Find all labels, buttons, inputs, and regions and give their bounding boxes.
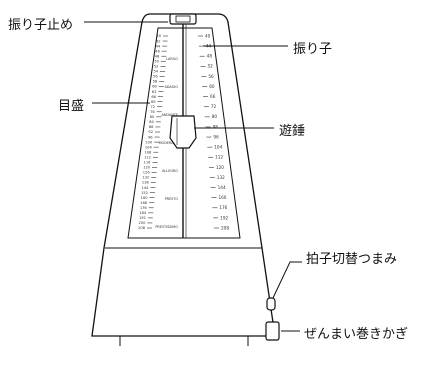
scale-left-label: 40 xyxy=(156,34,161,38)
scale-tempo-term: MODERATO xyxy=(159,141,179,145)
scale-right-label: 52 xyxy=(208,64,214,69)
scale-right-label: 40 xyxy=(205,33,211,38)
scale-left-label: 42 xyxy=(156,39,161,43)
scale-left-label: 126 xyxy=(143,171,151,175)
scale-right-label: 120 xyxy=(216,165,224,170)
scale-left-label: 50 xyxy=(154,59,159,63)
scale-tempo-term: PRESTO xyxy=(165,197,179,201)
scale-left-label: 58 xyxy=(153,80,158,84)
scale-left-label: 72 xyxy=(151,105,156,109)
scale-left-label: 192 xyxy=(139,216,146,220)
scale-right-label: 66 xyxy=(210,94,216,99)
scale-right-label: 192 xyxy=(220,215,228,220)
sliding-weight[interactable] xyxy=(169,115,197,149)
scale-left-label: 52 xyxy=(154,65,159,69)
scale-left-label: 184 xyxy=(139,211,147,215)
scale-right-label: 48 xyxy=(207,54,213,59)
scale-tempo-term: LARGO xyxy=(166,57,178,61)
scale-left-label: 44 xyxy=(156,44,161,48)
scale-left-label: 138 xyxy=(142,181,150,185)
scale-left-label: 96 xyxy=(148,135,153,139)
scale-tempo-term: ALLEGRO xyxy=(162,169,178,173)
scale-left-label: 176 xyxy=(140,206,148,210)
scale-left-label: 120 xyxy=(143,166,151,170)
scale-left-label: 56 xyxy=(153,75,158,79)
scale-right-label: 112 xyxy=(215,155,223,160)
label-pendulum: 振り子 xyxy=(293,42,333,57)
scale-tempo-term: ADAGIO xyxy=(165,85,179,89)
scale-left-label: 63 xyxy=(152,90,157,94)
scale-left-label: 132 xyxy=(142,176,149,180)
scale-right-label: 144 xyxy=(218,185,226,190)
scale-right-label: 72 xyxy=(211,104,217,109)
scale-left-label: 84 xyxy=(149,120,154,124)
scale-right-label: 176 xyxy=(219,205,227,210)
scale-left-label: 116 xyxy=(144,161,152,165)
scale-left-label: 144 xyxy=(142,186,150,190)
scale-left-label: 152 xyxy=(141,191,148,195)
scale-left-label: 112 xyxy=(144,155,151,159)
scale-left-label: 60 xyxy=(152,85,157,89)
scale-left-label: 66 xyxy=(151,95,156,99)
scale-right-label: 60 xyxy=(209,84,215,89)
scale-left-label: 54 xyxy=(153,70,158,74)
scale-left-label: 69 xyxy=(151,100,156,104)
scale-left-label: 104 xyxy=(145,145,153,149)
scale-tempo-term: PRESTISSIMO xyxy=(155,225,178,229)
scale-left-label: 200 xyxy=(139,221,147,225)
scale-center-column: LARGO ADAGIO ANDANTE MODERATO ALLEGRO PRESTO P… xyxy=(155,57,178,229)
scale-left-label: 46 xyxy=(155,49,160,53)
scale-right-label: 80 xyxy=(212,114,218,119)
scale-left-label: 92 xyxy=(148,130,153,134)
winding-key[interactable] xyxy=(265,321,280,341)
scale-left-label: 88 xyxy=(149,125,154,129)
scale-right-label: 160 xyxy=(218,195,226,200)
scale-right-label: 96 xyxy=(213,134,219,139)
scale-right-label: 104 xyxy=(214,145,222,150)
scale-right-label: 132 xyxy=(217,175,225,180)
label-winding-key: ぜんまい巻きかぎ xyxy=(304,327,409,342)
scale-right-label: 88 xyxy=(213,124,219,129)
scale-right-label: 208 xyxy=(221,225,229,230)
scale-left-label: 48 xyxy=(155,54,160,58)
scale-right-column: 4044485256606672808896104112120132144160… xyxy=(198,33,229,230)
scale-left-label: 108 xyxy=(144,150,152,154)
scale-left-label: 208 xyxy=(138,226,146,230)
scale-right-label: 56 xyxy=(208,74,214,79)
label-beat-switch-knob: 拍子切替つまみ xyxy=(306,252,398,267)
scale-left-label: 160 xyxy=(141,196,149,200)
scale-tempo-term: ANDANTE xyxy=(162,113,178,117)
scale-left-label: 76 xyxy=(150,110,155,114)
beat-switch-knob[interactable] xyxy=(266,297,276,311)
leader-beat-switch xyxy=(272,261,302,299)
scale-left-label: 168 xyxy=(140,201,148,205)
label-sliding-weight: 遊錘 xyxy=(279,124,306,139)
scale-left-label: 80 xyxy=(150,115,155,119)
label-pendulum-stop: 振り子止め xyxy=(8,18,74,33)
scale-left-label: 100 xyxy=(145,140,153,144)
pendulum-stop-inner xyxy=(175,15,191,23)
label-scale: 目盛 xyxy=(58,99,85,114)
